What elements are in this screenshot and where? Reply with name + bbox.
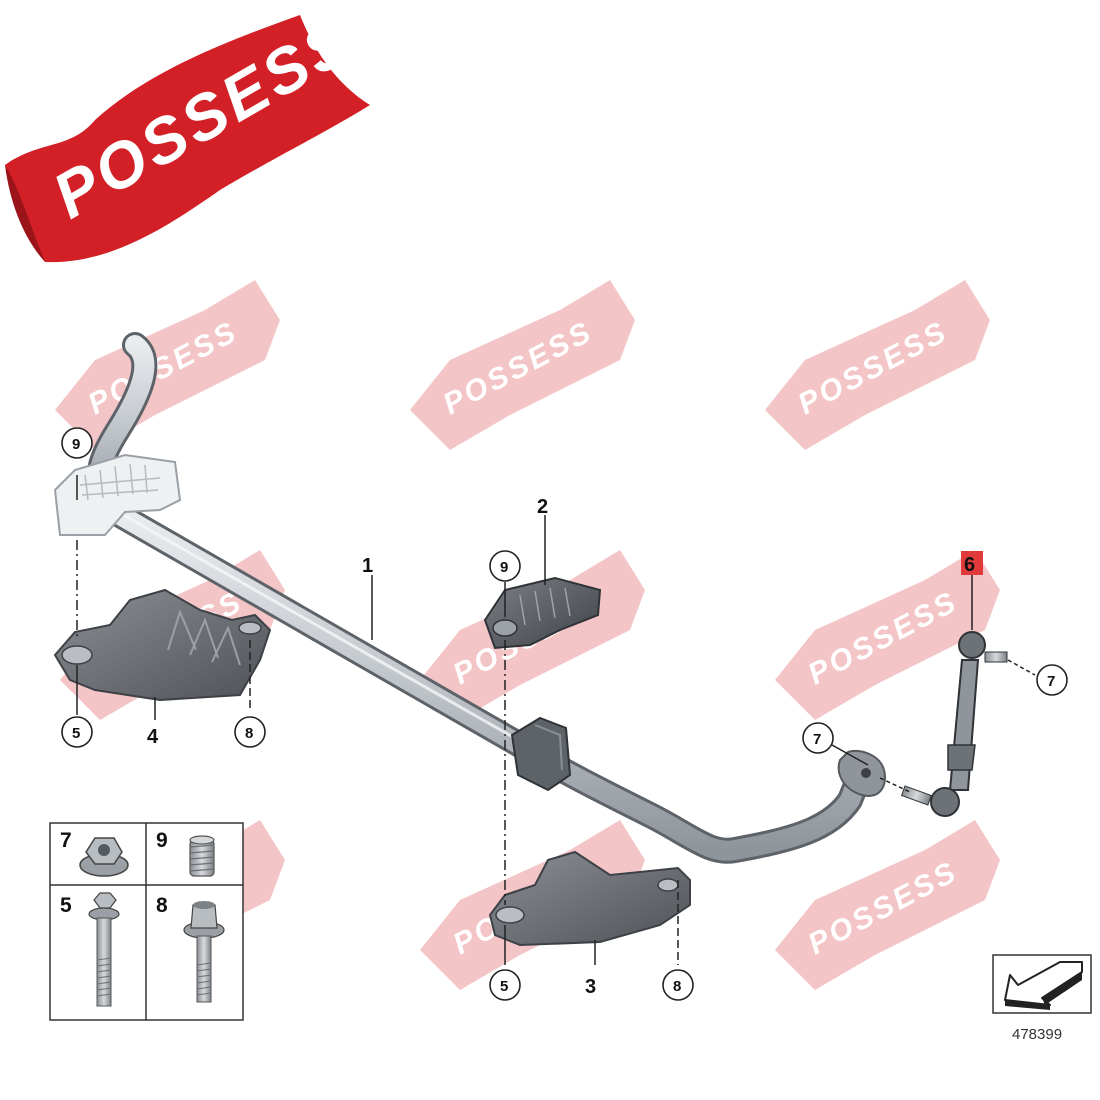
ref-circle-9-center: 9 (489, 550, 521, 582)
watermark (765, 280, 990, 450)
svg-text:8: 8 (673, 978, 681, 995)
svg-text:8: 8 (156, 894, 168, 917)
callout-1: 1 (362, 555, 373, 577)
ref-circle-9-left: 9 (61, 427, 93, 459)
hex-bolt-icon (88, 892, 120, 1007)
watermark (775, 820, 1000, 990)
legend-cell-bolt: 5 (60, 892, 120, 1007)
legend-cell-nut: 7 (60, 829, 129, 877)
svg-text:8: 8 (245, 725, 253, 742)
svg-text:7: 7 (813, 731, 821, 748)
left-rubber-bushing (53, 453, 182, 536)
ref-circle-5-left: 5 (61, 716, 93, 748)
brand-flag-shape (5, 15, 370, 263)
callout-4: 4 (147, 726, 159, 748)
svg-text:9: 9 (500, 559, 508, 576)
highlight-box (961, 551, 983, 575)
direction-indicator: 478399 (992, 954, 1092, 1043)
svg-text:7: 7 (1047, 673, 1055, 690)
callout-3: 3 (585, 976, 596, 998)
circled-refs: 9 5 8 9 5 8 7 7 (61, 427, 1068, 1001)
callout-labels: 1 2 3 4 6 (147, 496, 983, 998)
callout-2: 2 (537, 496, 548, 518)
ref-circle-7-link: 7 (1036, 664, 1068, 696)
brand-banner: POSSESS (5, 3, 370, 263)
legend-cell-insert: 9 (156, 829, 215, 877)
ref-circle-5-center: 5 (489, 969, 521, 1001)
svg-text:7: 7 (60, 829, 72, 852)
svg-text:5: 5 (72, 725, 80, 742)
left-bracket (53, 588, 272, 702)
threaded-insert-icon (189, 835, 215, 877)
direction-arrow-icon (1004, 961, 1083, 1010)
svg-text:5: 5 (60, 894, 72, 917)
watermark (55, 280, 280, 450)
ref-circle-8-left: 8 (234, 716, 266, 748)
link-rod (900, 631, 1008, 817)
leader-lines (76, 475, 1036, 965)
svg-text:9: 9 (156, 829, 168, 852)
mid-bar-bushing (510, 716, 572, 792)
center-upper-bushing (483, 576, 602, 650)
svg-text:9: 9 (72, 436, 80, 453)
ref-circle-7-bar: 7 (802, 722, 834, 754)
ref-circle-8-right: 8 (662, 969, 694, 1001)
callout-6: 6 (964, 554, 975, 576)
watermark (410, 280, 635, 450)
right-bracket (488, 850, 691, 947)
hardware-legend: 7 9 5 (49, 822, 244, 1021)
svg-text:5: 5 (500, 978, 508, 995)
flange-nut-icon (79, 837, 129, 877)
diagram-id: 478399 (1012, 1026, 1062, 1043)
torx-bolt-icon (183, 901, 225, 1003)
legend-cell-screw: 8 (156, 894, 225, 1003)
